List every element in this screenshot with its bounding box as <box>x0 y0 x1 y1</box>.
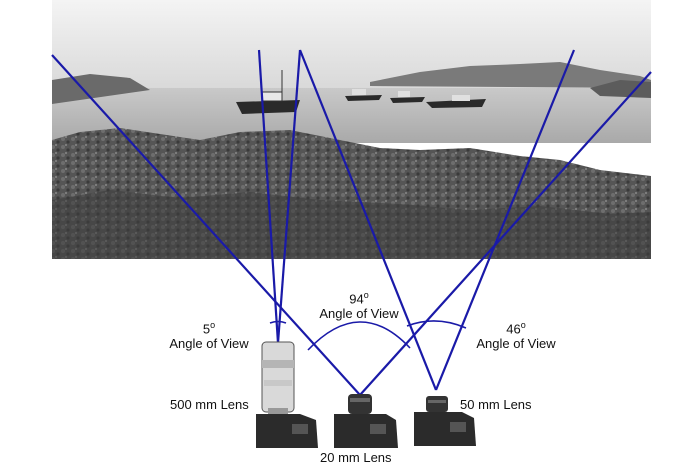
sight-line-50mm-left <box>298 49 438 391</box>
angle-arcs <box>269 320 467 351</box>
camera-20mm <box>334 394 398 448</box>
angle-46-degree: o <box>520 320 526 330</box>
photo-island-right <box>370 62 651 88</box>
angle-5-label: 5o Angle of View <box>163 318 255 351</box>
sight-line-500mm-left <box>257 49 280 344</box>
normal-lens <box>426 396 448 412</box>
arc-5 <box>269 320 287 324</box>
angle-46-label: 46o Angle of View <box>468 318 564 351</box>
camera-body-50mm <box>414 412 476 446</box>
camera-500mm <box>256 341 318 448</box>
lens-50mm-label: 50 mm Lens <box>460 397 532 412</box>
sight-line-500mm-right <box>276 49 302 344</box>
angle-46-caption: Angle of View <box>476 336 556 352</box>
angle-5-value: 5 <box>202 321 211 337</box>
lens-500mm-label: 500 mm Lens <box>170 397 249 412</box>
camera-50mm <box>414 396 476 446</box>
sight-line-20mm-right <box>359 71 652 396</box>
angle-94-value: 94 <box>349 291 364 307</box>
arc-94 <box>307 321 411 351</box>
photo-rocks-shadow <box>52 190 651 259</box>
angle-5-degree: o <box>210 320 216 330</box>
wide-lens <box>348 394 372 414</box>
sight-lines <box>51 49 652 396</box>
sight-line-50mm-right <box>434 49 576 391</box>
angle-94-caption: Angle of View <box>319 306 399 322</box>
telephoto-lens <box>261 341 295 413</box>
camera-body-20mm <box>334 414 398 448</box>
angle-5-caption: Angle of View <box>169 336 249 352</box>
angle-94-degree: o <box>363 290 369 300</box>
landscape-photo <box>52 0 651 259</box>
arc-46 <box>406 320 467 329</box>
angle-94-label: 94o Angle of View <box>309 288 409 321</box>
lens-20mm-label: 20 mm Lens <box>320 450 392 465</box>
camera-body-500mm <box>256 414 318 448</box>
photo-island-right-near <box>590 80 651 98</box>
angle-46-value: 46 <box>506 321 521 337</box>
sight-line-20mm-left <box>51 54 361 396</box>
